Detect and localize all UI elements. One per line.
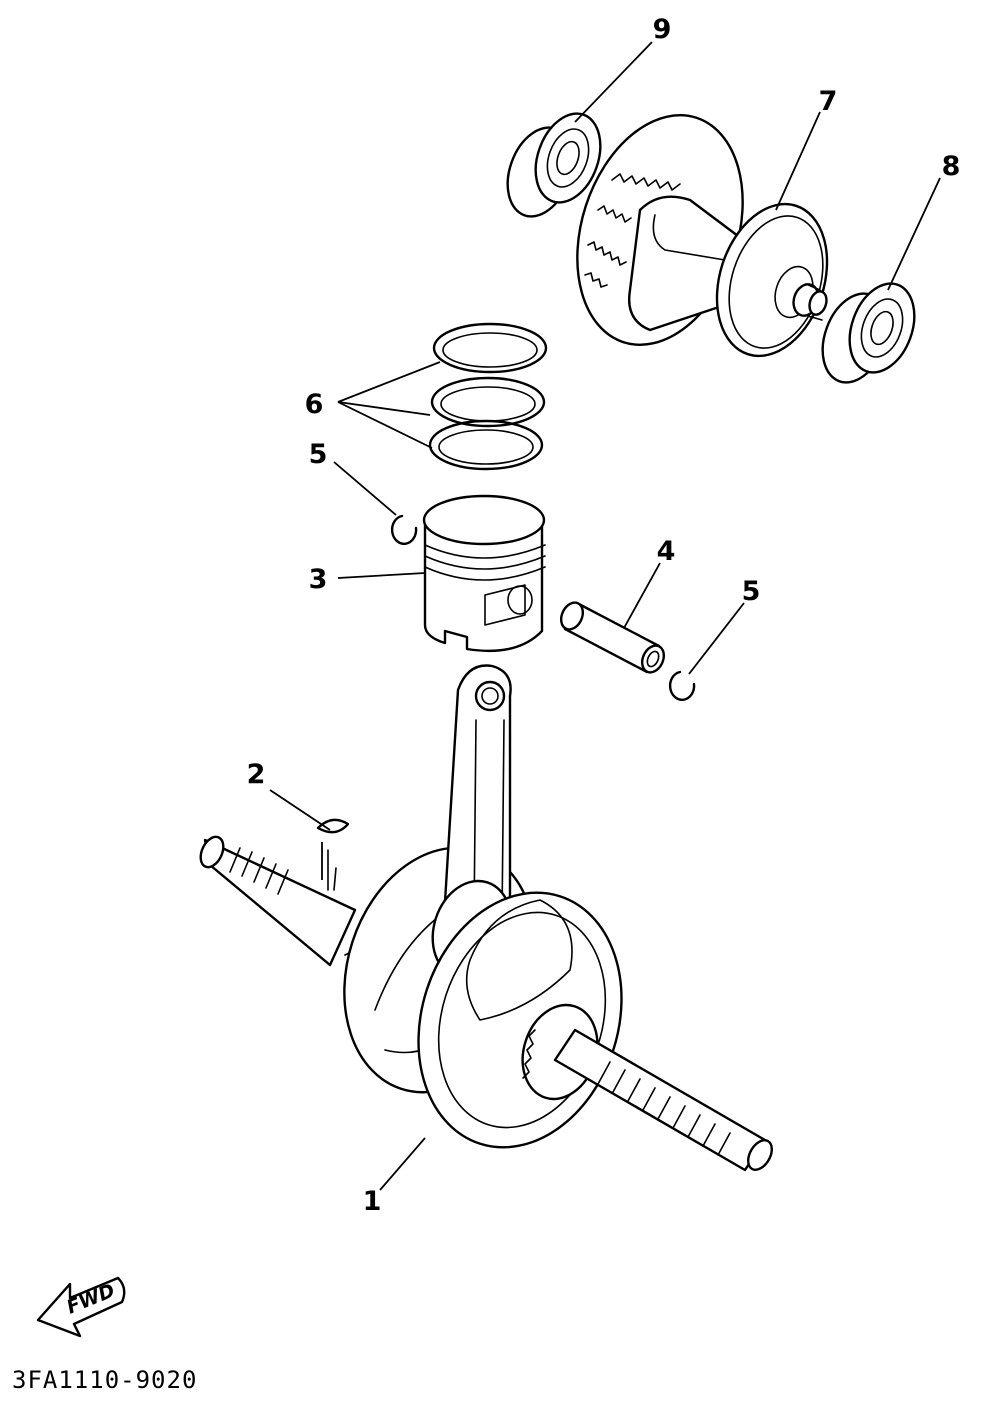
bearing-part-9: [506, 112, 602, 218]
circlip-part-5-left: [390, 514, 418, 545]
callout-7: 7: [819, 86, 838, 117]
callout-9: 9: [653, 14, 672, 45]
callout-8: 8: [942, 151, 961, 182]
fwd-arrow-icon: FWD: [36, 1276, 126, 1338]
piston-rings-part-6: [428, 322, 548, 471]
callout-5-right: 5: [742, 576, 761, 607]
document-code: 3FA1110-9020: [12, 1366, 197, 1394]
bearing-part-8: [821, 282, 916, 384]
piston-part-3: [422, 494, 546, 653]
callout-4: 4: [657, 536, 676, 567]
callout-5-left: 5: [309, 439, 328, 470]
circlip-part-5-right: [668, 670, 696, 701]
callout-1: 1: [363, 1186, 382, 1217]
crankshaft-part-1: [199, 664, 773, 1172]
callout-2: 2: [247, 759, 266, 790]
leader-lines: [269, 41, 941, 1191]
woodruff-key-part-2: [316, 818, 350, 834]
callout-3: 3: [309, 564, 328, 595]
balancer-part-7: [576, 114, 829, 358]
piston-pin-part-4: [559, 601, 666, 674]
callout-6: 6: [305, 389, 324, 420]
